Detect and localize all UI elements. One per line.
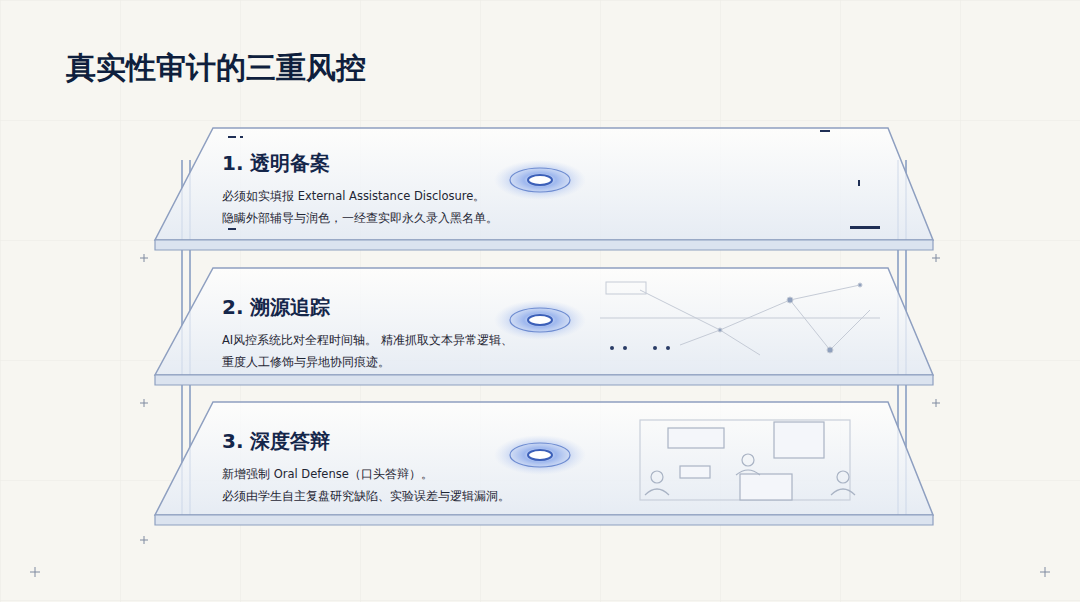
panel-heading: 2. 溯源追踪 — [222, 294, 532, 321]
panel-edge — [155, 515, 933, 525]
shelf-panel: 1. 透明备案必须如实填报 External Assistance Disclo… — [222, 150, 522, 229]
shelf-panel: 2. 溯源追踪 AI风控系统比对全程时间轴。 精准抓取文本异常逻辑、重度人工修饰与… — [222, 294, 532, 373]
panel-description: 新增强制 Oral Defense（口头答辩）。 必须由学生自主复盘研究缺陷、实… — [222, 463, 522, 507]
glow-ring — [510, 443, 570, 467]
glow-halo — [494, 160, 586, 200]
panel-edge — [155, 240, 933, 250]
glass-shelves — [155, 128, 933, 525]
glass-panel — [155, 268, 933, 375]
panel-heading: 1. 透明备案 — [222, 150, 522, 177]
corner-ticks — [30, 254, 1050, 577]
panel-edge — [155, 375, 933, 385]
glass-panel — [155, 128, 933, 240]
dialogue-sketch — [640, 420, 855, 500]
diagram-title: 真实性审计的三重风控 — [66, 48, 366, 89]
glow-core — [528, 450, 552, 460]
glow-core — [528, 175, 552, 185]
panel-heading: 3. 深度答辩 — [222, 428, 522, 455]
glow-ring — [510, 308, 570, 332]
shelf-panel: 3. 深度答辩新增强制 Oral Defense（口头答辩）。 必须由学生自主复… — [222, 428, 522, 507]
glow-core — [528, 315, 552, 325]
glow-halo — [494, 435, 586, 475]
panel-description: AI风控系统比对全程时间轴。 精准抓取文本异常逻辑、重度人工修饰与异地协同痕迹。 — [222, 329, 532, 373]
glow-nodes — [494, 160, 586, 475]
network-sketch — [600, 282, 880, 355]
glow-ring — [510, 168, 570, 192]
timeline-dots — [610, 346, 670, 350]
panel-description: 必须如实填报 External Assistance Disclosure。 隐… — [222, 185, 522, 229]
glass-panel — [155, 402, 933, 515]
